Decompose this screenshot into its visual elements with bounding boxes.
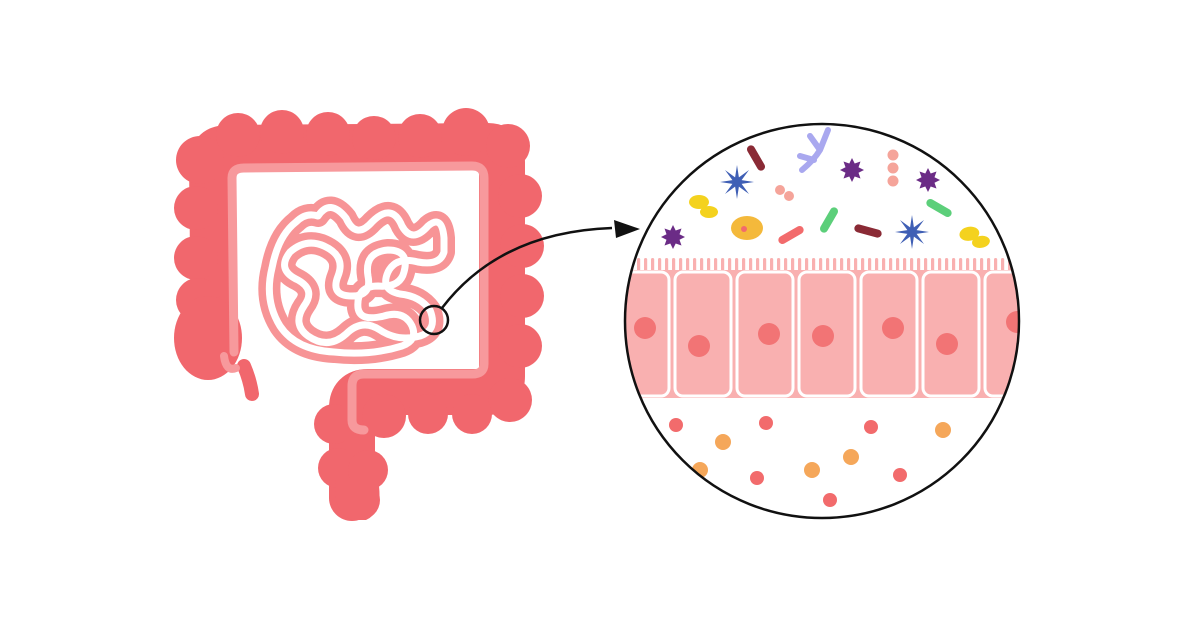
rod-shape (820, 207, 838, 233)
oval-nucleus (741, 226, 747, 232)
cell-nucleus (936, 333, 958, 355)
microvillus (1029, 258, 1032, 274)
rod-bacterium-icon (926, 199, 952, 217)
cell-nucleus (1006, 311, 1019, 333)
blood-particle (843, 449, 859, 465)
cell-nucleus (634, 317, 656, 339)
blood-particle (823, 493, 837, 507)
blood-particle (715, 434, 731, 450)
blood-particle (750, 471, 764, 485)
blue-star-bacterium-icon (720, 165, 754, 199)
oval-bacterium-icon (731, 216, 763, 240)
purple-virus-icon (840, 158, 864, 182)
rod-bacterium-icon (820, 207, 838, 233)
blood-particle (669, 418, 683, 432)
small-intestine (258, 196, 455, 365)
budding-yeast-icon (959, 226, 990, 248)
yeast-bud (700, 206, 718, 218)
epithelial-cell (983, 270, 1019, 398)
virus-shape (916, 168, 940, 192)
branching-hypha-icon (797, 127, 831, 173)
rod-shape (778, 226, 804, 244)
epithelial-cells (625, 270, 1019, 398)
rod-bacterium-icon (747, 145, 765, 171)
cell-nucleus (882, 317, 904, 339)
coccus (887, 149, 899, 161)
colon-lining-tail (220, 352, 240, 373)
coccus (784, 191, 794, 201)
zoom-origin-ring (418, 304, 450, 336)
coccus (887, 162, 899, 174)
star-shape (895, 215, 929, 249)
pointer-arrow-curve (441, 226, 613, 309)
microbes (661, 127, 990, 249)
cell-nucleus (812, 325, 834, 347)
microvillus (616, 258, 619, 274)
blood-particle (935, 422, 951, 438)
coccus-chain-icon (887, 149, 899, 187)
oval-shape (731, 216, 763, 240)
colon-lining (227, 161, 489, 435)
virus-shape (661, 225, 685, 249)
budding-yeast-icon (689, 195, 718, 218)
blood-particle (864, 420, 878, 434)
rectum (335, 480, 380, 520)
purple-virus-icon (916, 168, 940, 192)
pointer-arrow-icon (441, 220, 640, 309)
large-intestine (174, 108, 544, 521)
yeast-cell (959, 226, 980, 241)
epithelial-cell (673, 270, 733, 398)
yeast-cell (689, 195, 709, 209)
purple-virus-icon (661, 225, 685, 249)
microvillus (625, 258, 627, 274)
star-shape (720, 165, 754, 199)
cell-nucleus (688, 335, 710, 357)
magnifier-lens (616, 122, 1032, 520)
lens-outline (623, 122, 1021, 520)
microvillus (1022, 258, 1025, 274)
rod-shape (926, 199, 952, 217)
blue-star-bacterium-icon (895, 215, 929, 249)
yeast-bud (972, 235, 990, 248)
blood-particles (669, 416, 951, 507)
coccus-pair-icon (775, 185, 794, 201)
microvillus (1015, 258, 1019, 274)
cell-nucleus (758, 323, 780, 345)
appendix (237, 359, 259, 401)
blood-particle (804, 462, 820, 478)
lens-contents (616, 127, 1032, 507)
blood-particle (759, 416, 773, 430)
rod-bacterium-icon (854, 224, 882, 238)
hypha-shape (797, 127, 831, 173)
coccus (887, 175, 899, 187)
small-intestine-lining (265, 204, 448, 357)
rod-shape (854, 224, 882, 238)
pointer-arrow-head (614, 220, 640, 238)
blood-particle (893, 468, 907, 482)
rod-bacterium-icon (778, 226, 804, 244)
rod-shape (747, 145, 765, 171)
virus-shape (840, 158, 864, 182)
coccus (775, 185, 785, 195)
